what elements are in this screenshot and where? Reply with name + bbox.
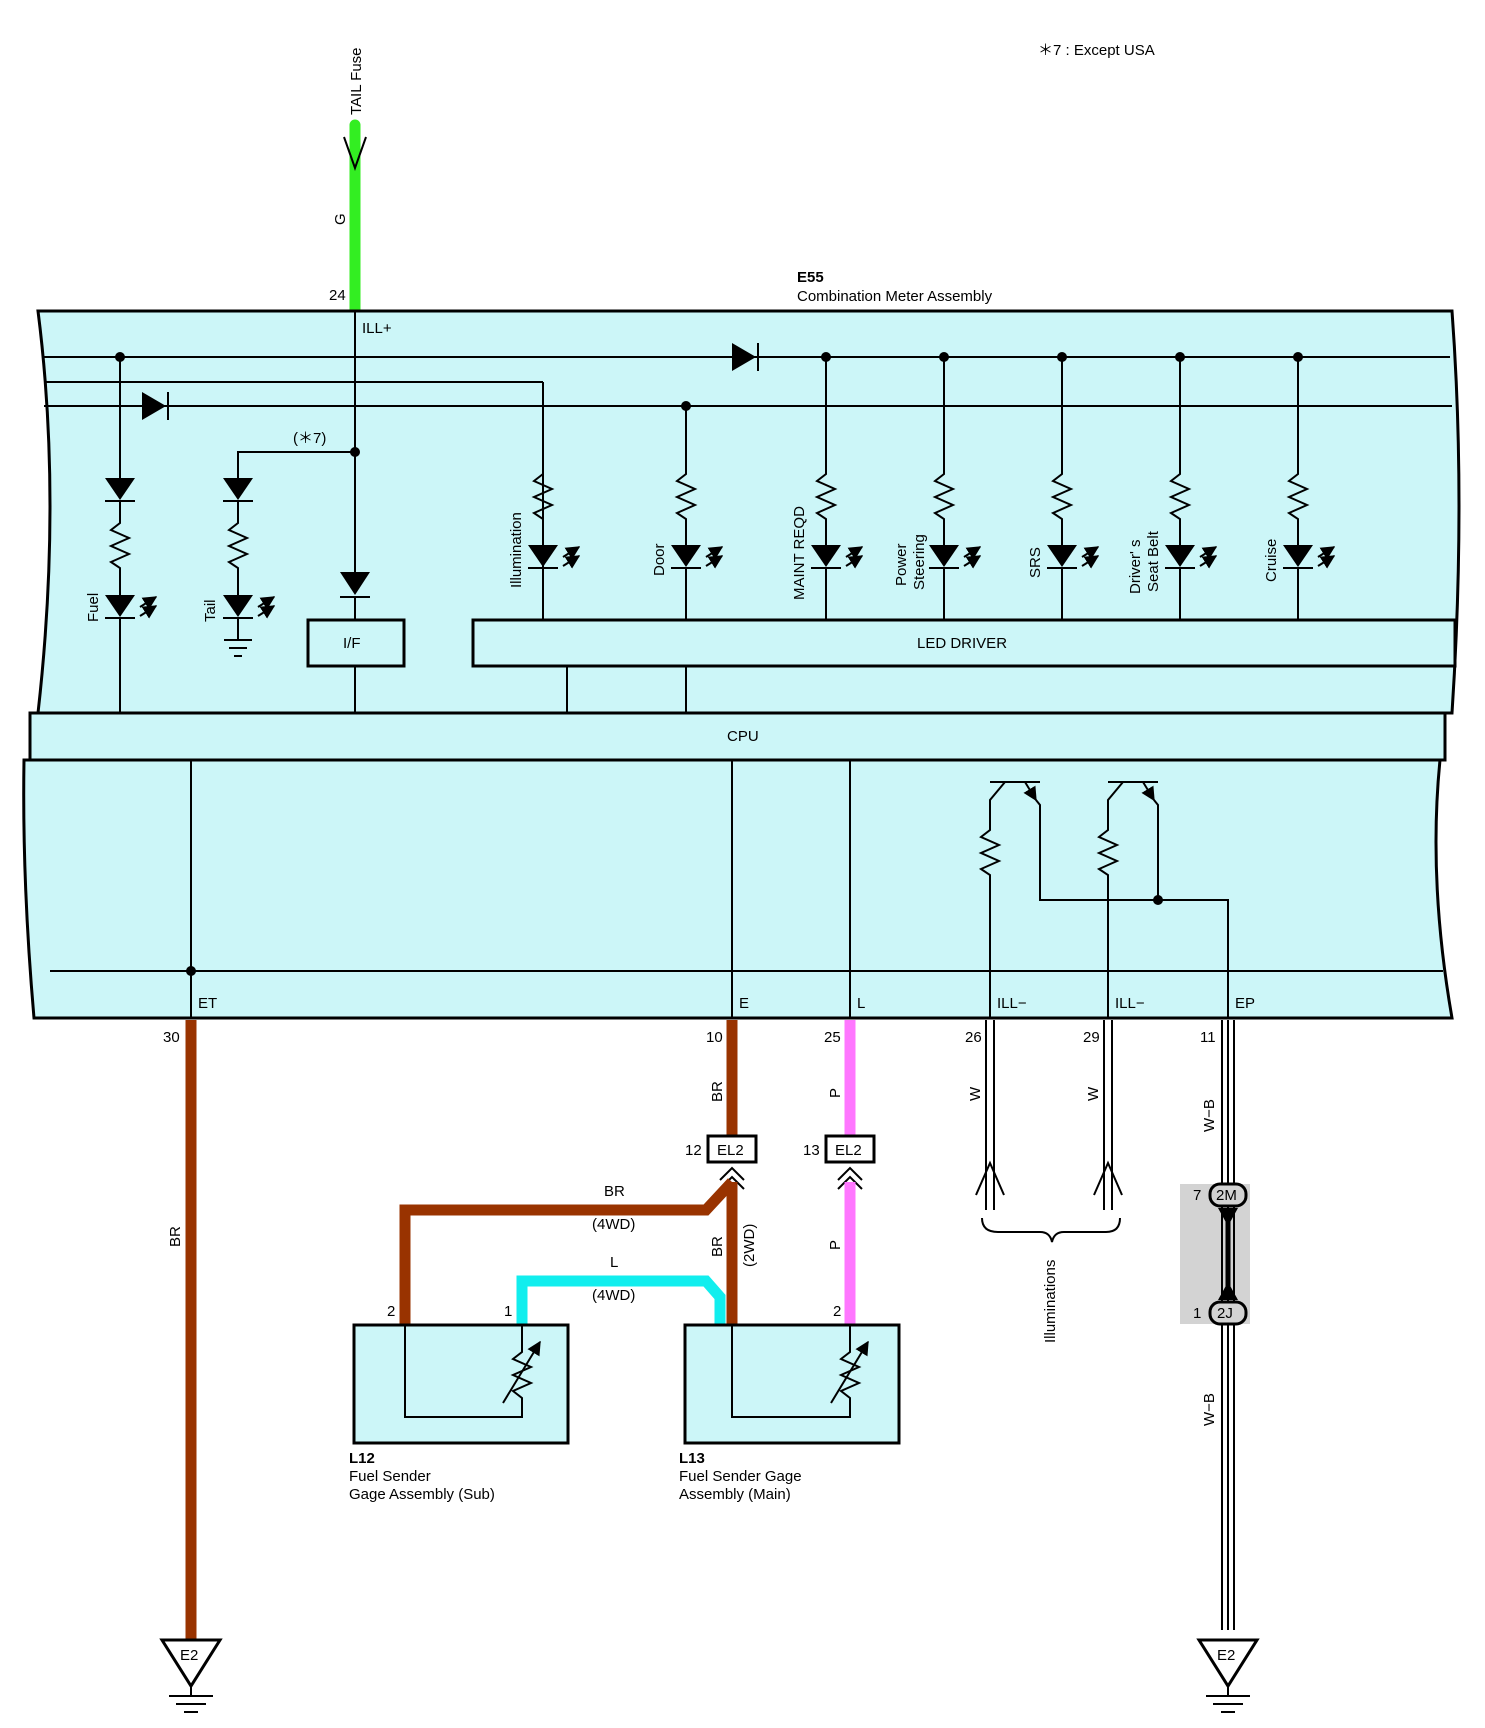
meter-name: Combination Meter Assembly [797, 288, 993, 305]
power-steering-label-2: Steering [911, 534, 928, 590]
et-ground-circuit: 30 BR E2 [159, 1020, 223, 1713]
tail-indicator-lamp: Tail [202, 478, 276, 657]
fuel-sender-main: L13 Fuel Sender Gage Assembly (Main) [679, 1323, 901, 1503]
wire-color-wb-lower: W−B [1201, 1393, 1218, 1426]
wire-color-br-left: BR [167, 1226, 184, 1247]
wire-color-br-e: BR [709, 1081, 726, 1102]
pin-29: 29 [1083, 1029, 1100, 1046]
wire-color-br-2wd: BR [709, 1236, 726, 1257]
connector-2m: 2M [1216, 1187, 1237, 1204]
cpu-label: CPU [727, 728, 759, 745]
tail-fuse-label: TAIL Fuse [348, 47, 365, 115]
ep-ground-circuit: 11 W−B 2M 7 2J 1 W−B E2 [1180, 1020, 1260, 1713]
wire-color-wb-upper: W−B [1201, 1099, 1218, 1132]
terminal-et: ET [198, 995, 217, 1012]
pin-13: 13 [803, 1142, 820, 1159]
led-driver-label: LED DRIVER [917, 635, 1007, 652]
illumination-lamp: Illumination [508, 473, 581, 620]
connector-el2-b-label: EL2 [835, 1142, 862, 1159]
fuel-sender-sub: L12 Fuel Sender Gage Assembly (Sub) [349, 1323, 570, 1503]
ground-e2-right: E2 [1217, 1647, 1235, 1664]
power-steering-label-1: Power [893, 543, 910, 586]
wire-color-w-1: W [967, 1086, 984, 1101]
wire-2wd: (2WD) [741, 1224, 758, 1267]
wire-4wd-br: (4WD) [592, 1216, 635, 1233]
wire-color-g: G [332, 213, 349, 225]
door-warning-lamp: Door [651, 401, 724, 620]
terminal-e: E [739, 995, 749, 1012]
terminal-ep: EP [1235, 995, 1255, 1012]
meter-code: E55 [797, 269, 824, 286]
maint-reqd-label: MAINT REQD [791, 506, 808, 600]
illumination-outputs: 26 W 29 W Illuminations [965, 1020, 1123, 1343]
pin-26: 26 [965, 1029, 982, 1046]
cruise-label: Cruise [1263, 539, 1280, 582]
l12-code: L12 [349, 1450, 375, 1467]
tail-fuse-feed: TAIL Fuse G 24 [329, 47, 367, 316]
power-steering-lamp: Power Steering [893, 352, 982, 620]
except-usa-note: ＊7 : Except USA [1038, 42, 1155, 59]
l12-name-1: Fuel Sender [349, 1468, 431, 1485]
fuel-label: Fuel [85, 593, 102, 622]
pin-24: 24 [329, 287, 346, 304]
ground-e2-left: E2 [180, 1647, 198, 1664]
pin-2-l12: 2 [387, 1303, 395, 1320]
illuminations-label: Illuminations [1042, 1260, 1059, 1343]
pin-25: 25 [824, 1029, 841, 1046]
terminal-ill-1: ILL− [997, 995, 1027, 1012]
l13-code: L13 [679, 1450, 705, 1467]
pin-11: 11 [1200, 1029, 1216, 1046]
ill-plus-label: ILL+ [362, 320, 392, 337]
if-label: I/F [343, 635, 361, 652]
pin-12: 12 [685, 1142, 702, 1159]
wire-color-w-2: W [1085, 1086, 1102, 1101]
connector-el2-b [824, 1134, 876, 1164]
cruise-lamp: Cruise [1263, 352, 1336, 620]
wire-color-br-4wd: BR [604, 1183, 625, 1200]
terminal-l: L [857, 995, 865, 1012]
wire-4wd-l: (4WD) [592, 1287, 635, 1304]
tail-label: Tail [202, 599, 219, 622]
illumination-label: Illumination [508, 512, 525, 588]
combination-meter-assembly: E55 Combination Meter Assembly ILL+ (＊7)… [22, 269, 1461, 1020]
srs-label: SRS [1027, 547, 1044, 578]
except-usa-marker: (＊7) [293, 430, 326, 447]
pin-1-2j: 1 [1193, 1305, 1201, 1322]
connector-2j: 2J [1217, 1305, 1233, 1322]
connector-el2-a [706, 1134, 758, 1164]
l13-name-1: Fuel Sender Gage [679, 1468, 802, 1485]
l-circuit: 25 P EL2 13 P 2 [803, 1020, 876, 1325]
pin-2-l13: 2 [833, 1303, 841, 1320]
pin-30: 30 [163, 1029, 180, 1046]
seat-belt-lamp: Driver' s Seat Belt [1127, 352, 1218, 620]
wire-color-p-upper: P [827, 1088, 844, 1098]
l13-name-2: Assembly (Main) [679, 1486, 791, 1503]
door-label: Door [651, 543, 668, 576]
l-4wd-circuit: L (4WD) 1 [504, 1254, 726, 1325]
pin-10: 10 [706, 1029, 723, 1046]
pin-1-l12: 1 [504, 1303, 512, 1320]
terminal-ill-2: ILL− [1115, 995, 1145, 1012]
seat-belt-label-1: Driver' s [1127, 539, 1144, 594]
pin-7: 7 [1193, 1187, 1201, 1204]
l12-name-2: Gage Assembly (Sub) [349, 1486, 495, 1503]
seat-belt-label-2: Seat Belt [1145, 530, 1162, 592]
wire-color-l: L [610, 1254, 618, 1271]
e-circuit: 10 BR EL2 12 BR (4WD) BR (2WD) 2 3 [387, 1020, 758, 1325]
srs-lamp: SRS [1027, 352, 1100, 620]
fuel-warning-lamp: Fuel [85, 352, 158, 713]
connector-el2-a-label: EL2 [717, 1142, 744, 1159]
maint-reqd-lamp: MAINT REQD [791, 352, 864, 620]
wire-color-p-lower: P [827, 1240, 844, 1250]
